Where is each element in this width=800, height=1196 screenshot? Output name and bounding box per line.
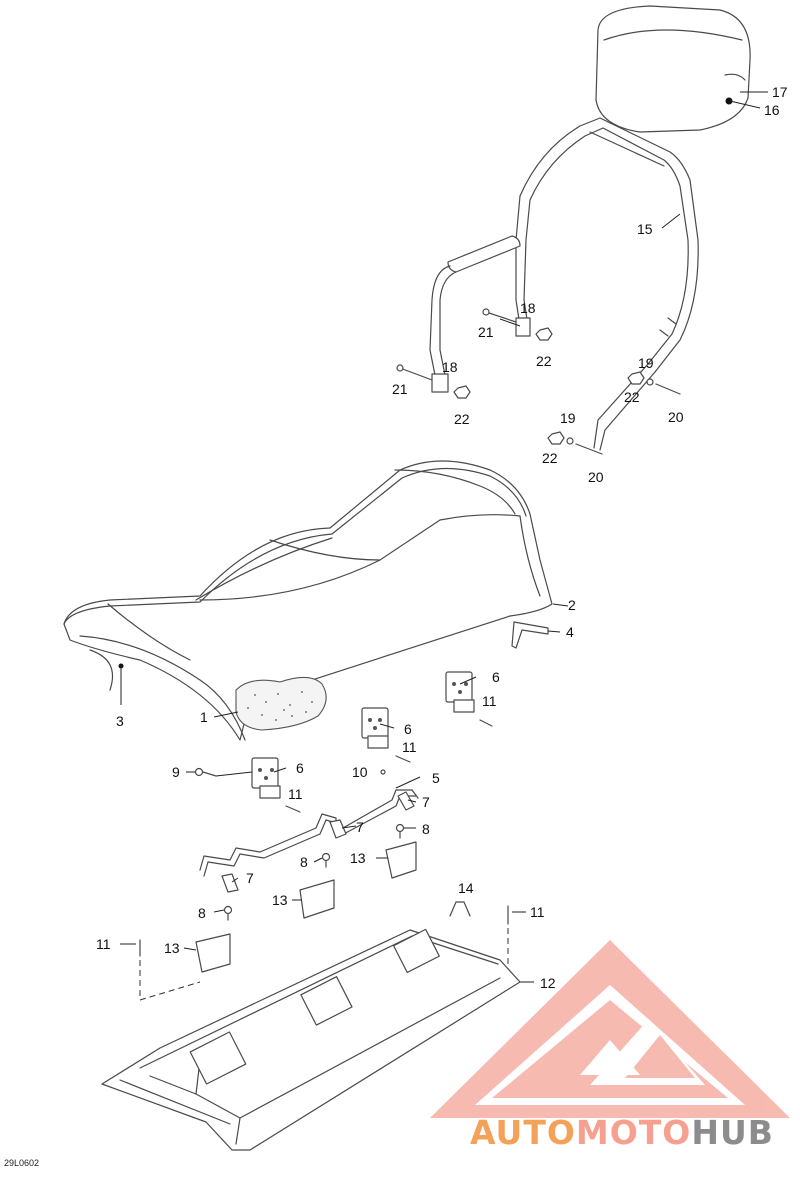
watermark-text-auto: AUTO — [470, 1113, 576, 1152]
screw-part-9 — [194, 767, 217, 777]
backrest-frame — [429, 117, 699, 451]
callout-11: 11 — [402, 739, 417, 755]
callout-labels: 17 16 15 18 21 22 18 21 22 19 22 20 19 2… — [96, 84, 788, 991]
clip-part-14 — [449, 901, 471, 917]
callout-5: 5 — [432, 770, 440, 786]
callout-22: 22 — [624, 389, 640, 405]
callout-20: 20 — [668, 409, 684, 425]
callout-6: 6 — [296, 760, 304, 776]
callout-3: 3 — [116, 713, 124, 729]
callout-22: 22 — [454, 411, 470, 427]
callout-17: 17 — [772, 84, 788, 100]
headrest-pad — [595, 5, 751, 133]
hinge-left — [251, 757, 281, 799]
watermark-text-moto: MOTO — [576, 1113, 691, 1152]
callout-22: 22 — [536, 353, 552, 369]
callout-18: 18 — [520, 300, 536, 316]
washer-part-10 — [380, 769, 386, 775]
screw-parts-8 — [223, 823, 405, 921]
callout-19: 19 — [638, 355, 654, 371]
callout-13: 13 — [164, 940, 180, 956]
callout-1: 1 — [200, 709, 208, 725]
bracket-parts-13 — [195, 841, 417, 973]
callout-8: 8 — [300, 854, 308, 870]
rod-part — [511, 621, 549, 649]
rivet-parts-11 — [139, 719, 509, 1001]
watermark-text: AUTOMOTOHUB — [470, 1113, 774, 1152]
callout-6: 6 — [404, 721, 412, 737]
callout-2: 2 — [568, 597, 576, 613]
callout-18: 18 — [442, 359, 458, 375]
callout-4: 4 — [566, 624, 574, 640]
callout-21: 21 — [392, 381, 408, 397]
callout-16: 16 — [764, 102, 780, 118]
callout-13: 13 — [272, 892, 288, 908]
callout-9: 9 — [172, 764, 180, 780]
callout-21: 21 — [478, 324, 494, 340]
callout-8: 8 — [198, 905, 206, 921]
leader-lines — [120, 91, 768, 983]
svg-text:AUTOMOTOHUB: AUTOMOTOHUB — [470, 1113, 774, 1152]
wire-rod — [199, 789, 419, 877]
callout-11: 11 — [288, 786, 303, 802]
callout-11: 11 — [530, 904, 545, 920]
watermark-logo — [430, 940, 790, 1118]
tray-part — [101, 928, 521, 1151]
seat-assembly — [63, 460, 553, 741]
callout-8: 8 — [422, 821, 430, 837]
callout-7: 7 — [246, 870, 254, 886]
clip-parts — [221, 791, 415, 893]
callout-15: 15 — [637, 221, 653, 237]
diagram-reference-code: 29L0602 — [4, 1158, 39, 1168]
hinge-middle — [361, 707, 389, 749]
callout-11: 11 — [96, 936, 111, 952]
callout-11: 11 — [482, 693, 497, 709]
callout-12: 12 — [540, 975, 556, 991]
callout-7: 7 — [356, 819, 364, 835]
callout-14: 14 — [458, 880, 474, 896]
hinge-right — [445, 671, 475, 713]
callout-13: 13 — [350, 850, 366, 866]
callout-7: 7 — [422, 794, 430, 810]
callout-22: 22 — [542, 450, 558, 466]
backrest-fasteners — [396, 308, 681, 455]
callout-19: 19 — [560, 410, 576, 426]
watermark-text-hub: HUB — [691, 1113, 774, 1152]
callout-6: 6 — [492, 669, 500, 685]
callout-10: 10 — [352, 764, 368, 780]
callout-20: 20 — [588, 469, 604, 485]
